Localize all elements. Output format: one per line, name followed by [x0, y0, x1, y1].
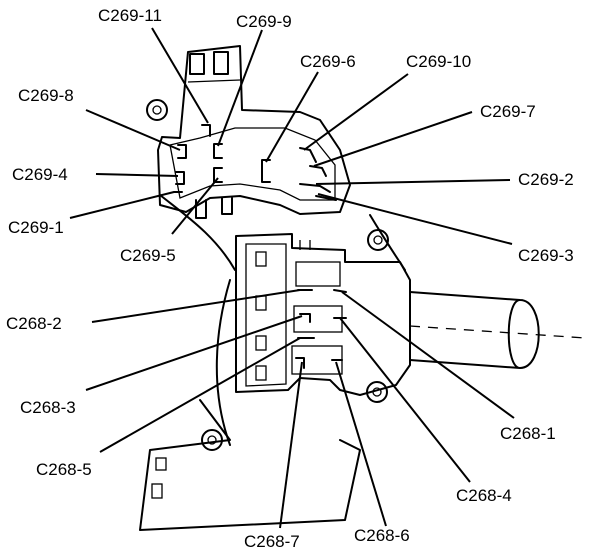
leader-c269-8 [85, 109, 181, 151]
terminal-c269-2 [299, 183, 331, 193]
leader-c268-5 [99, 337, 301, 453]
terminal-c269-4 [175, 171, 185, 185]
c269-latch-base [187, 79, 241, 83]
bracket-slot [155, 457, 167, 471]
callout-c269-1: C269-1 [8, 218, 64, 237]
leader-c268-4 [339, 317, 471, 483]
callout-c268-6: C268-6 [354, 526, 410, 545]
leader-c268-3 [85, 315, 303, 391]
bracket-slot [151, 483, 163, 499]
leader-c269-5 [171, 177, 219, 235]
c268-housing [235, 233, 411, 396]
callout-c269-11: C269-11 [98, 6, 162, 25]
terminal-c269-8 [177, 144, 187, 159]
c269-latch [213, 51, 229, 75]
callout-c268-3: C268-3 [20, 398, 76, 417]
callout-c268-2: C268-2 [6, 314, 62, 333]
callout-c269-9: C269-9 [236, 12, 292, 31]
leader-c269-1 [69, 191, 175, 219]
leader-c269-9 [217, 29, 263, 147]
c269-tab [221, 197, 233, 215]
c269-housing [157, 45, 351, 215]
leader-c269-7 [313, 111, 473, 167]
callout-c269-7: C269-7 [480, 102, 536, 121]
callout-c269-10: C269-10 [406, 52, 472, 71]
c268-slot [255, 335, 267, 351]
screw-top-left [146, 99, 168, 121]
c268-slot [255, 365, 267, 381]
screw-right-upper [367, 229, 389, 251]
callout-c269-3: C269-3 [518, 246, 574, 265]
leader-c269-10 [303, 73, 409, 151]
mounting-bracket [139, 399, 361, 531]
leader-c269-6 [265, 71, 319, 163]
callout-c269-5: C269-5 [120, 246, 176, 265]
c269-tab [195, 199, 207, 219]
terminal-c269-5 [213, 167, 223, 183]
terminal-c268-1 [333, 289, 347, 293]
terminal-c269-9 [213, 143, 223, 159]
c269-latch [189, 53, 205, 75]
screw-bottom-left [201, 429, 223, 451]
lever-centerline [409, 325, 586, 339]
callout-c268-7: C268-7 [244, 532, 300, 551]
callout-c268-5: C268-5 [36, 460, 92, 479]
leader-c268-1 [341, 291, 515, 419]
c268-inner-wall [245, 243, 287, 387]
callout-c269-2: C269-2 [518, 170, 574, 189]
leader-c268-6 [335, 361, 387, 527]
leader-c268-2 [91, 289, 301, 323]
terminal-c269-3 [315, 195, 337, 201]
leader-c269-4 [95, 173, 179, 177]
c268-cavity-top [295, 261, 341, 287]
leader-c269-11 [151, 27, 209, 124]
callout-c268-4: C268-4 [456, 486, 512, 505]
c268-slot [255, 251, 267, 267]
c269-inner-wall [169, 127, 336, 201]
lever-stalk [409, 291, 540, 369]
terminal-c268-3 [299, 313, 311, 323]
callout-c269-8: C269-8 [18, 86, 74, 105]
switch-body-outline [159, 194, 406, 446]
terminal-c269-6 [261, 159, 271, 183]
terminal-c269-10 [299, 147, 317, 163]
callout-c269-6: C269-6 [300, 52, 356, 71]
c268-slot [255, 295, 267, 311]
callout-c268-1: C268-1 [500, 424, 556, 443]
callout-c269-4: C269-4 [12, 165, 68, 184]
terminal-c269-11 [201, 124, 211, 137]
leader-c268-7 [279, 361, 303, 529]
terminal-c269-7 [309, 165, 327, 177]
leader-c269-2 [315, 179, 511, 185]
leader-c269-3 [317, 193, 513, 245]
terminal-c268-7 [295, 357, 305, 369]
